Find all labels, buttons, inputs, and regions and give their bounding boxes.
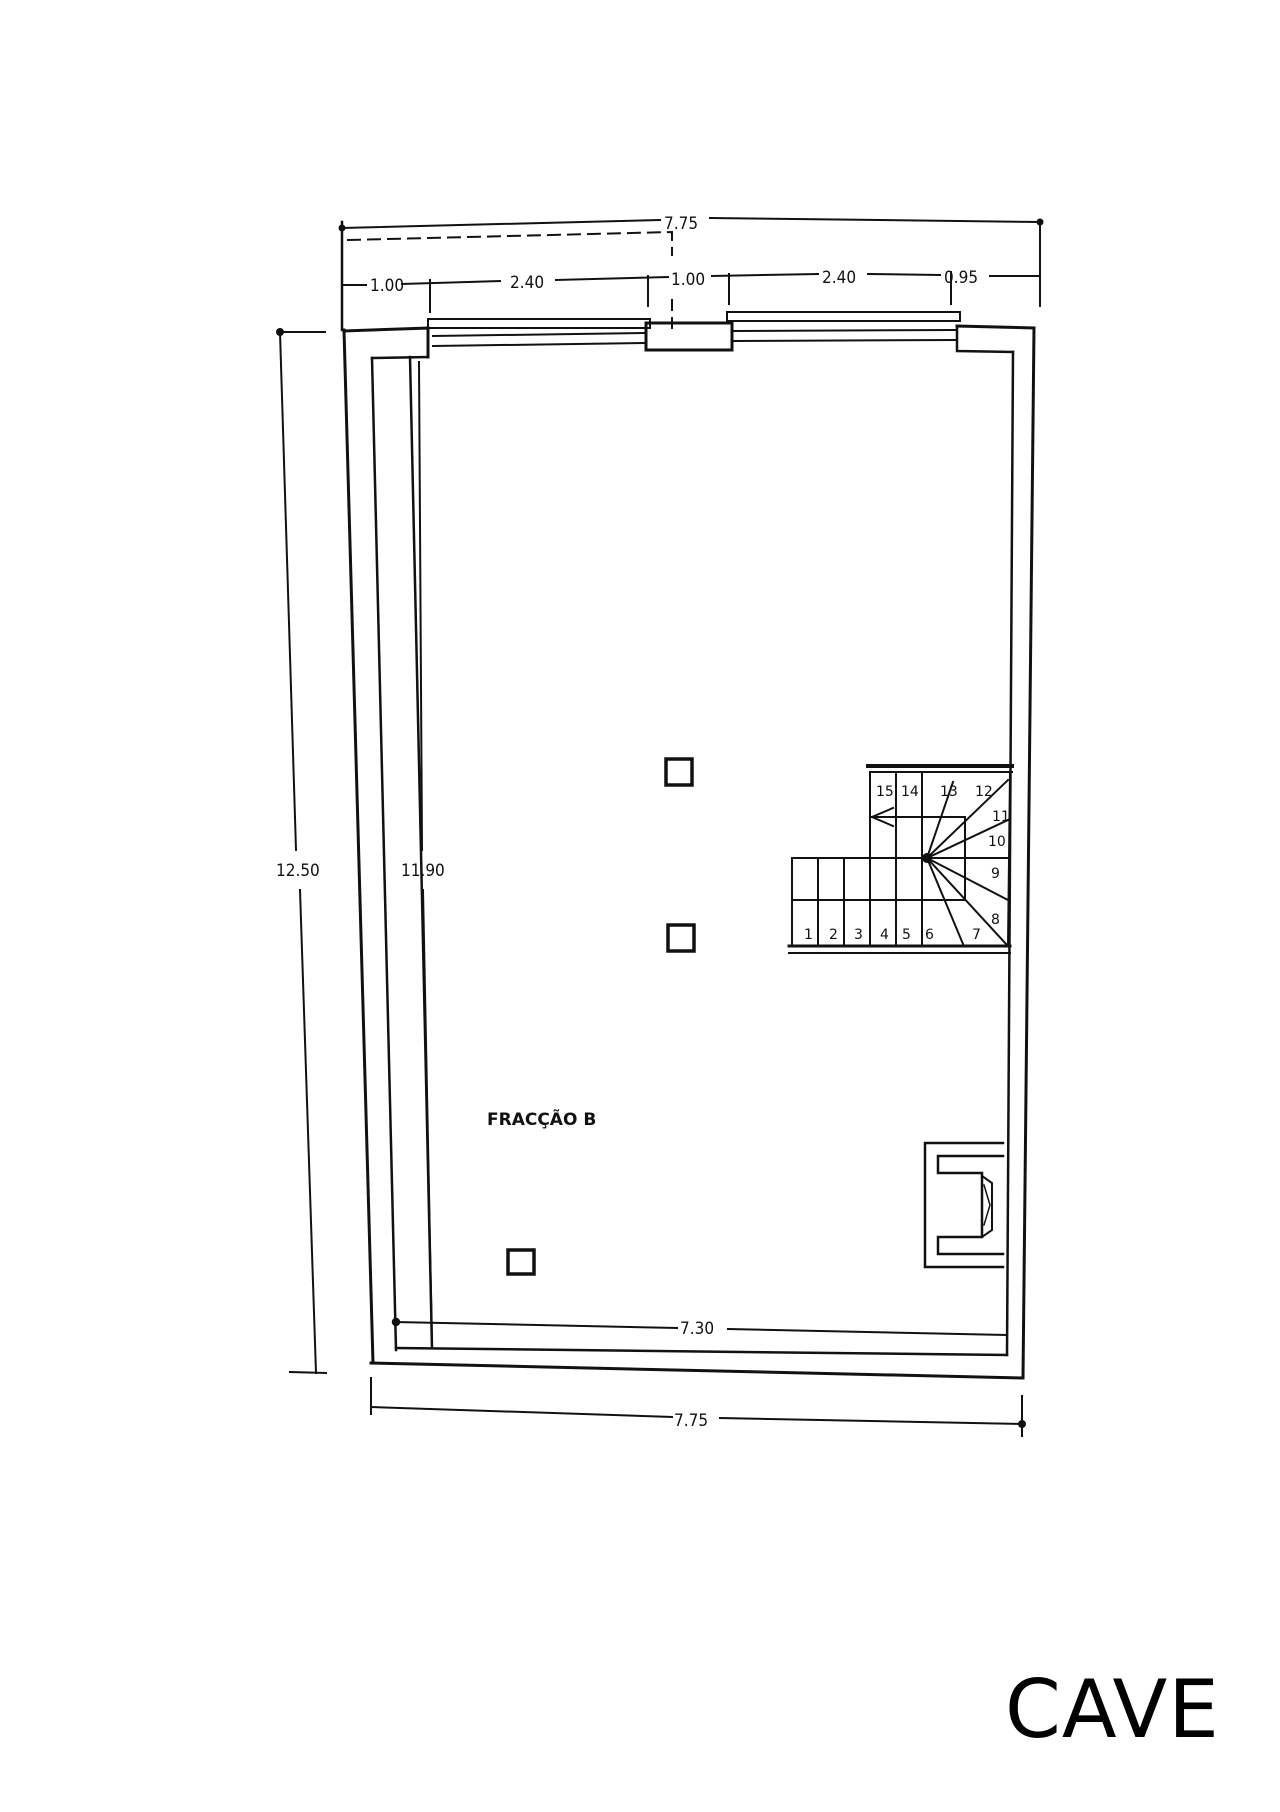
left-dimensions xyxy=(276,328,434,1375)
svg-text:8: 8 xyxy=(991,912,1000,928)
svg-text:10: 10 xyxy=(988,834,1006,850)
floor-title: CAVE xyxy=(1005,1663,1220,1756)
svg-text:12: 12 xyxy=(975,784,993,800)
svg-text:1: 1 xyxy=(804,927,813,943)
dim-top-overall: 7.75 xyxy=(664,214,698,234)
pillar-2 xyxy=(666,923,696,953)
svg-text:4: 4 xyxy=(880,927,889,943)
fireplace xyxy=(923,1141,1005,1269)
outer-wall xyxy=(342,324,1036,1380)
svg-text:9: 9 xyxy=(991,866,1000,882)
svg-text:5: 5 xyxy=(902,927,911,943)
inner-wall xyxy=(370,324,1015,1357)
svg-text:13: 13 xyxy=(940,784,958,800)
svg-text:11: 11 xyxy=(992,809,1010,825)
top-overall-dimension xyxy=(338,216,1044,332)
pillar-1 xyxy=(664,757,694,787)
pillar-3 xyxy=(506,1248,536,1276)
dim-bottom-overall: 7.75 xyxy=(674,1411,708,1431)
window-left xyxy=(427,318,651,348)
svg-text:6: 6 xyxy=(925,927,934,943)
dim-left-inner: 11.90 xyxy=(401,861,445,881)
svg-text:14: 14 xyxy=(901,784,919,800)
window-right xyxy=(726,311,961,343)
bottom-overall-dimension xyxy=(369,1377,1026,1437)
stair-step-numbers: 1 2 3 4 5 6 7 8 9 10 11 12 13 14 15 xyxy=(804,784,1010,943)
dim-bottom-inner: 7.30 xyxy=(680,1319,714,1339)
svg-text:2: 2 xyxy=(829,927,838,943)
dim-top-seg-2: 2.40 xyxy=(510,273,544,293)
svg-text:7: 7 xyxy=(972,927,981,943)
svg-text:15: 15 xyxy=(876,784,894,800)
dim-top-seg-3: 1.00 xyxy=(671,270,705,290)
room-label: FRACÇÃO B xyxy=(487,1107,596,1130)
dim-top-seg-5: 0.95 xyxy=(944,268,978,288)
dim-top-seg-4: 2.40 xyxy=(822,268,856,288)
top-segment-dimensions xyxy=(343,271,1041,313)
svg-text:3: 3 xyxy=(854,927,863,943)
staircase xyxy=(787,764,1014,954)
wall-pier-center xyxy=(644,321,734,352)
dim-left-outer: 12.50 xyxy=(276,861,320,881)
dim-top-seg-1: 1.00 xyxy=(370,276,404,296)
